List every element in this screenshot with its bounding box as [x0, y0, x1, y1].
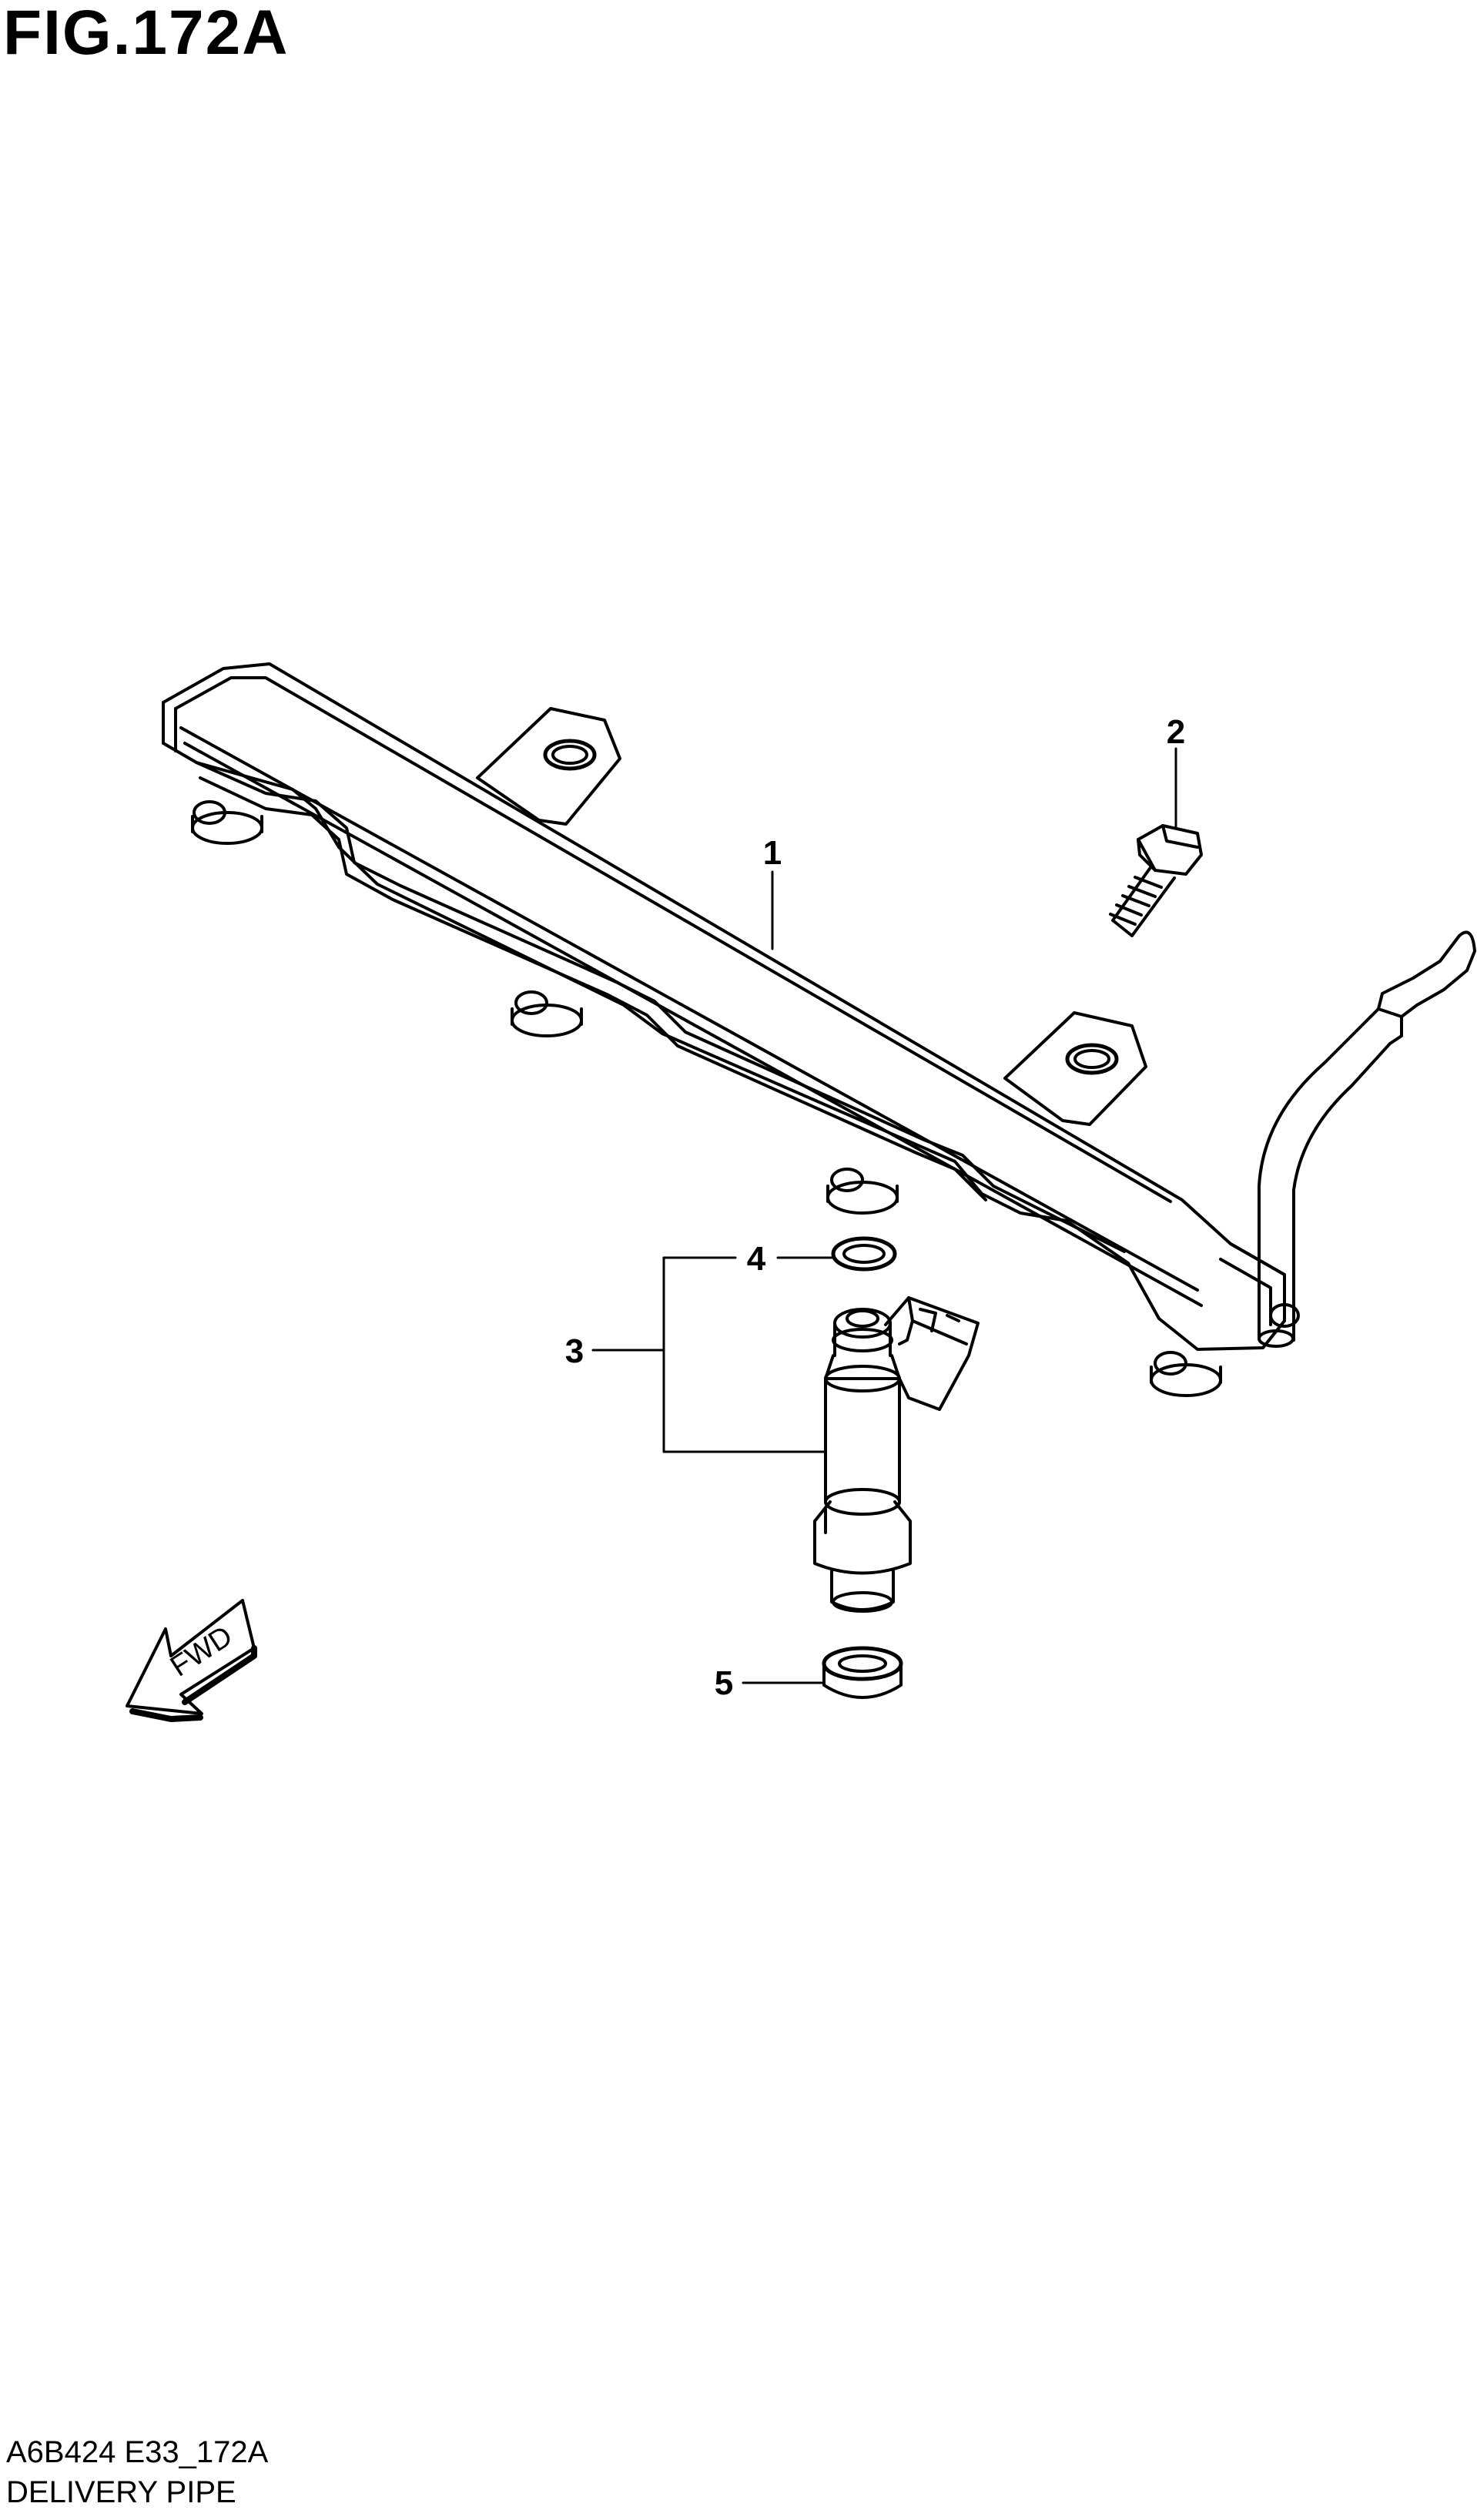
- injector-socket: [826, 1168, 899, 1215]
- diagram-name: DELIVERY PIPE: [6, 2475, 236, 2509]
- injector-socket: [1150, 1351, 1222, 1397]
- figure-title: FIG.172A: [3, 0, 290, 68]
- callout-3: 3: [565, 1332, 584, 1370]
- leader-lines: [591, 747, 1177, 1684]
- fuel-inlet-pipe: [1258, 930, 1476, 1348]
- injector-socket: [511, 990, 583, 1037]
- injector: [813, 1296, 980, 1613]
- diagram-code: A6B424 E33_172A: [6, 2435, 269, 2469]
- forward-direction-arrow: FWD: [126, 1599, 257, 1722]
- callout-1: 1: [763, 834, 782, 872]
- callout-2: 2: [1167, 713, 1185, 751]
- injector-socket: [191, 800, 263, 845]
- callout-5: 5: [715, 1664, 733, 1702]
- o-ring: [831, 1236, 897, 1272]
- bolt: [1109, 824, 1203, 937]
- cushion: [822, 1646, 903, 1699]
- delivery-pipe: [162, 662, 1476, 1397]
- callout-4: 4: [747, 1240, 766, 1278]
